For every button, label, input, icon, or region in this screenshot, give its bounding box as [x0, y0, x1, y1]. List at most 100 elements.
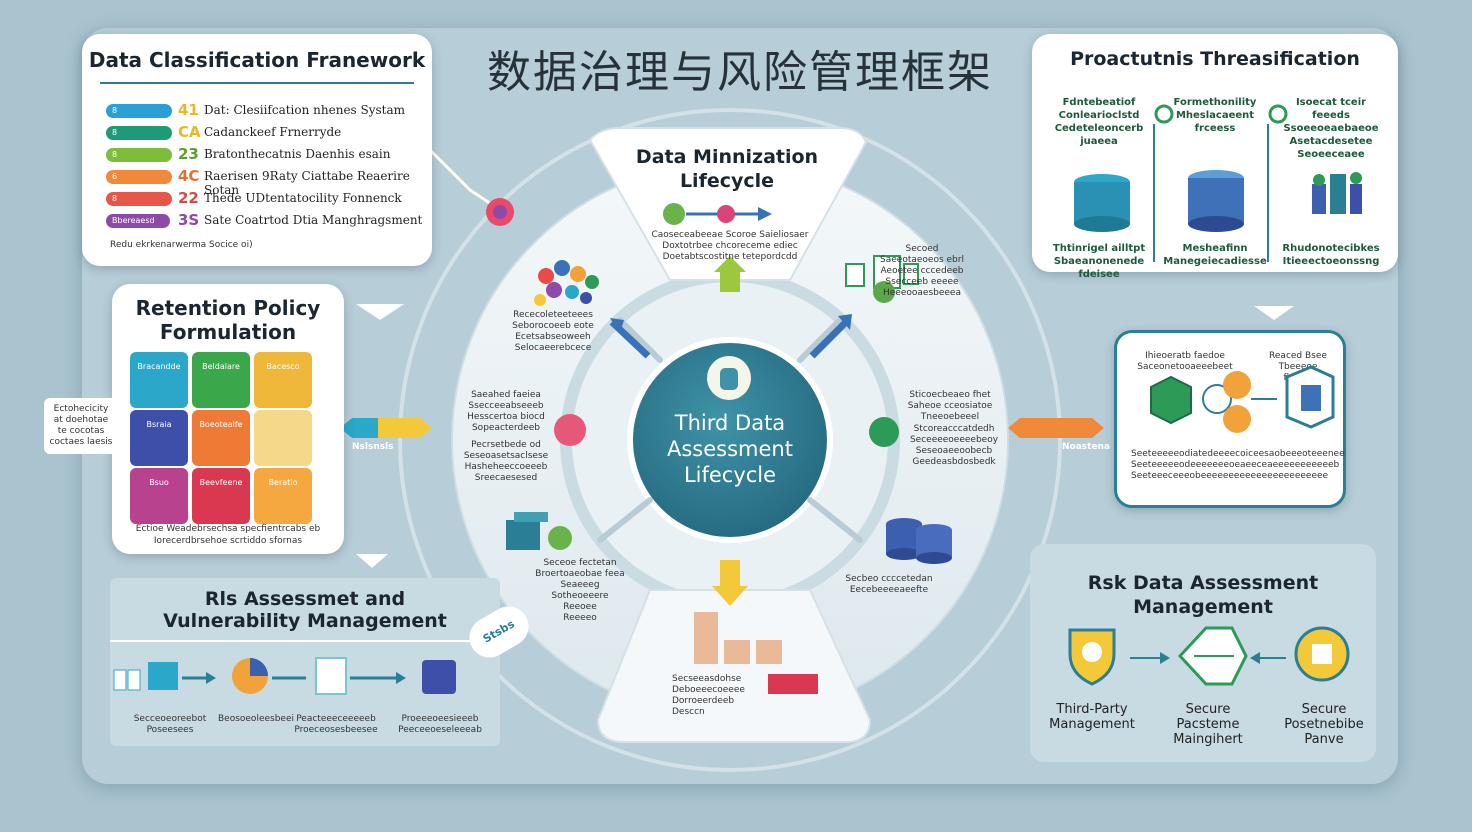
text-line: Aeoetee cccedeeb: [880, 266, 964, 276]
text-line: Mesheafinn: [1182, 243, 1248, 254]
text-line: Sotheoeeere: [551, 591, 609, 601]
down-arrow-retention: [356, 554, 388, 568]
retention-cell: Boeotealfe: [192, 410, 250, 466]
mid-right-lines: Seeteeeeeodiatedeeeecoiceesaobeeeoteeene…: [1131, 449, 1345, 482]
minimization-node-pink: [717, 205, 735, 223]
retention-cell: Bsuo: [130, 468, 188, 524]
text-line: Fdntebeatiof: [1062, 97, 1136, 108]
proactive-graphics: [1074, 104, 1362, 262]
text-line: Peacteeeceeeeeb: [296, 714, 376, 724]
center-label-line3: Lifecycle: [683, 463, 777, 487]
classification-number: 4C: [178, 167, 200, 185]
chart-card-3: [903, 263, 919, 285]
retention-title-line1: Retention Policy: [135, 296, 321, 320]
text-line: Pacsteme: [1176, 717, 1240, 732]
classification-pill: 8: [106, 192, 172, 206]
text-line: Itieeectoeonssng: [1282, 256, 1380, 267]
text-line: Hasheheeccoeeeb: [464, 462, 548, 472]
center-label-line1: Third Data: [674, 411, 786, 435]
arrow-top-shaft: [720, 270, 740, 292]
text-line: Saheoe cceosiatoe: [907, 401, 993, 411]
text-line: Ssecceeabseeeb: [468, 401, 544, 411]
text-line: Eecebeeeeaeefte: [849, 585, 929, 595]
text-line: Proeeeoeesieeeb: [401, 714, 479, 724]
retention-cell: Beevfeene: [192, 468, 250, 524]
classification-title: Data Classification Franework: [88, 48, 426, 72]
classification-divider: [100, 82, 414, 84]
classification-number: 23: [178, 145, 199, 163]
cube-node: [548, 526, 572, 550]
retention-cell: Beldalare: [192, 352, 250, 408]
retention-cell: [254, 410, 312, 466]
text-line: Sbaeanonenede fdeisee: [1053, 256, 1145, 280]
flow-arrow-left-tip: [340, 418, 378, 438]
arrow-bottom-shaft: [720, 560, 740, 588]
text-line: Conlearioclstd: [1058, 110, 1140, 121]
text-line: coctaes laesis: [49, 437, 113, 447]
text-line: Seseoasetsaclsese: [463, 451, 549, 461]
text-line: Beosoeoleesbeei: [217, 714, 294, 724]
risk-vuln-divider: [110, 640, 500, 642]
risk-data-title-line2: Management: [1133, 596, 1273, 618]
text-line: Management: [1049, 717, 1135, 732]
flow-label-right: Noastena: [1062, 442, 1111, 452]
classification-row-text: Cadanckeef Frnerryde: [204, 125, 342, 139]
down-arrow-proactive: [1254, 306, 1294, 320]
connector-classification: [428, 148, 501, 212]
text-line: Seceeeeoeeeebeoy: [909, 435, 999, 445]
arrow-upper-left-shaft: [609, 319, 651, 359]
minimization-title-line1: Data Minnization: [635, 146, 819, 168]
text-line: Seeteeeeeodeeeeeeeoeaeeceaeeeeeeeeeeeb: [1131, 460, 1340, 470]
classification-row-text: Bratonthecatnis Daenhis esain: [204, 147, 391, 161]
text-line: Secure: [1185, 702, 1231, 717]
minimization-node-green: [663, 203, 685, 225]
text-line: frceess: [1194, 123, 1236, 134]
text-line: Seoeeceaee: [1297, 149, 1365, 160]
text-line: Panve: [1304, 732, 1344, 747]
proactive-panel: Proactutnis Threasification Fdntebeatiof…: [1032, 34, 1398, 280]
classification-row-text: Sate Coatrtod Dtia Manghragsment: [204, 213, 423, 227]
text-line: Reeoee: [563, 602, 597, 612]
bottom-tab: [596, 589, 872, 743]
classification-pill: 6: [106, 170, 172, 184]
risk-vuln-step: Beosoeoleesbeei: [206, 714, 306, 725]
database-stack-icon: [886, 518, 952, 564]
classification-pill: 8: [106, 104, 172, 118]
cube-icon: [506, 520, 540, 550]
retention-cell: Bracandde: [130, 352, 188, 408]
text-line: Tneeoebeeel: [920, 412, 980, 422]
retention-cell: Bsraia: [130, 410, 188, 466]
chart-node: [873, 281, 895, 303]
text-line: Dorroeerdeeb: [672, 696, 735, 706]
text-line: Ecetsabseoweeh: [515, 332, 591, 342]
text-line: Rhudonotecibkes: [1282, 243, 1380, 254]
risk-vuln-flow: [113, 657, 456, 695]
card-icon: [768, 674, 818, 694]
center-person-body: [720, 368, 738, 390]
risk-vuln-title-line1: Rls Assessmet and: [204, 588, 406, 610]
text-line: Sopeacterdeeb: [471, 423, 541, 433]
retention-cell: Beratio: [254, 468, 312, 524]
text-line: Heeeooaesbeeea: [883, 288, 961, 298]
retention-title-line2: Formulation: [159, 320, 297, 344]
text-line: Proeceosesbeesee: [294, 725, 378, 735]
minimization-title-line2: Lifecycle: [679, 170, 775, 192]
arrow-bottom: [712, 586, 748, 606]
